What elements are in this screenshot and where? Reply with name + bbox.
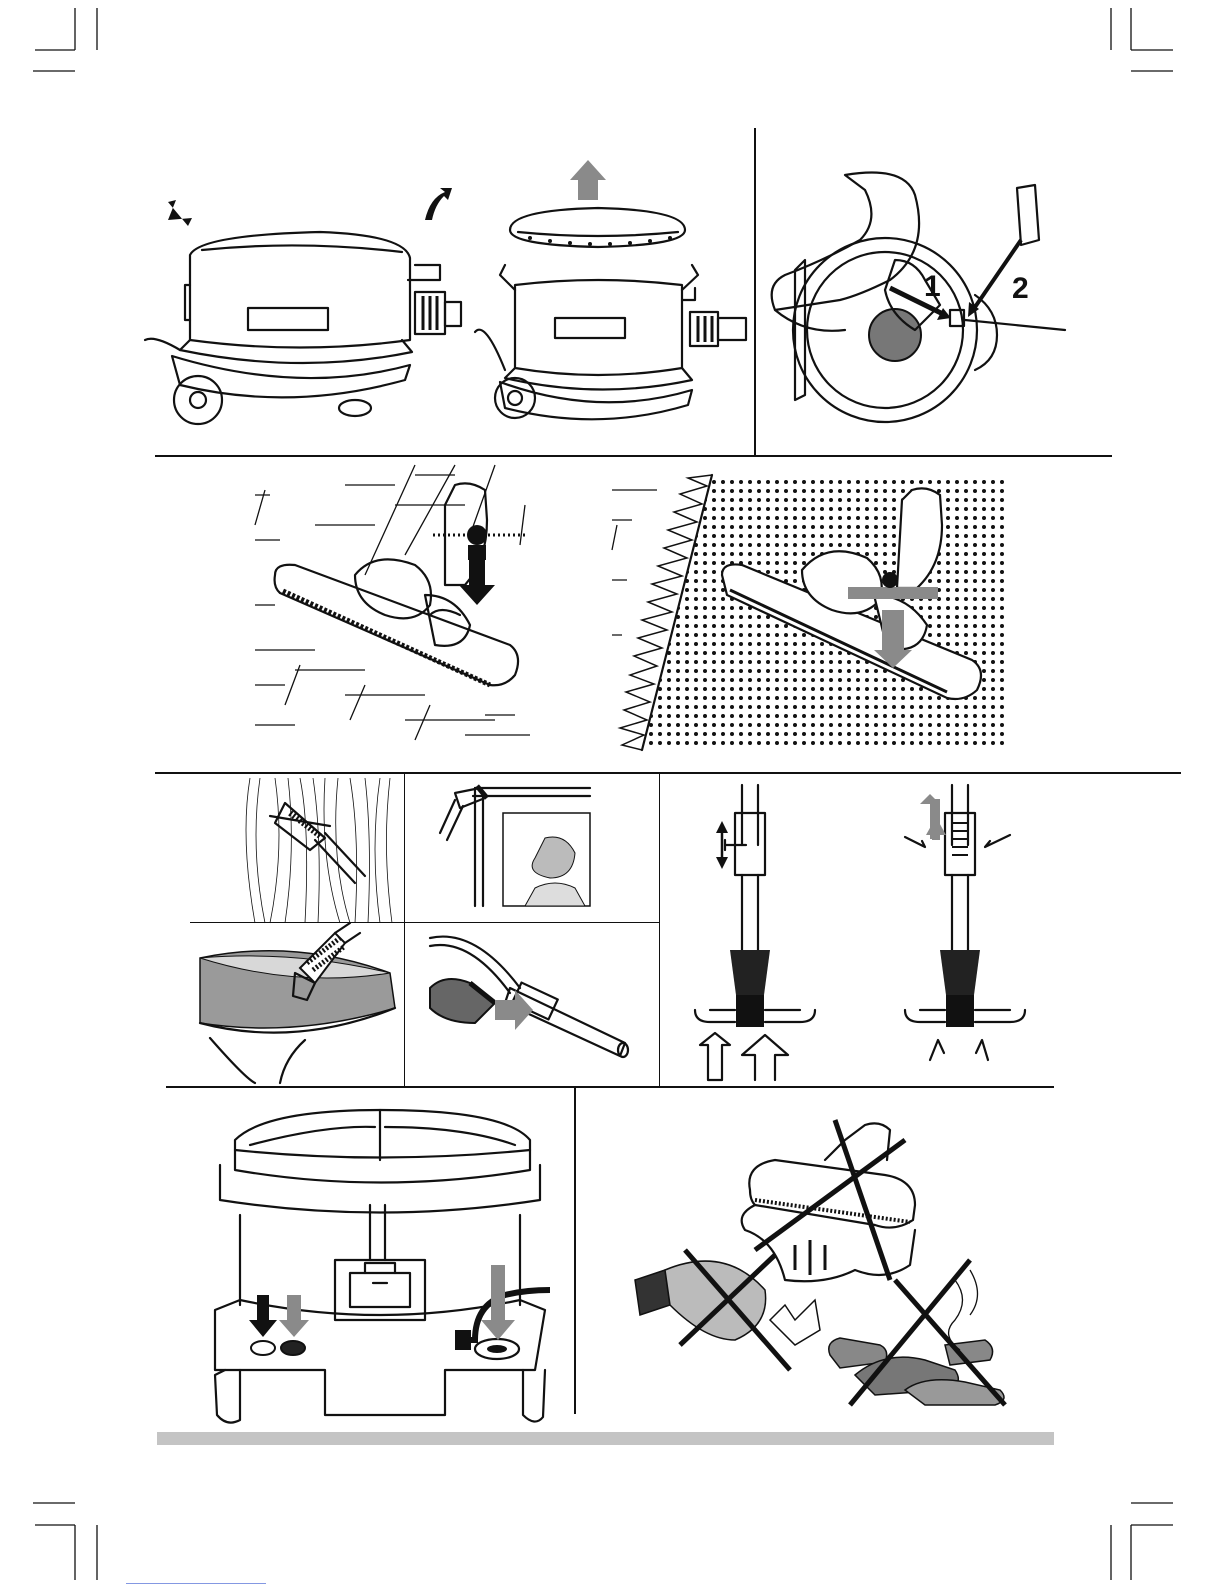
suction-slide-icon: [690, 785, 1050, 1080]
divider-tools-vertical-1: [404, 773, 405, 1086]
vacuum-clips-icon: [140, 180, 470, 430]
divider-vertical-bottom: [574, 1088, 576, 1414]
dusting-brush-icon: [195, 928, 400, 1083]
carpet-nozzle-icon: [612, 470, 1012, 760]
divider-row-2: [155, 772, 1181, 774]
crevice-tool-icon: [425, 778, 595, 913]
floor-nozzle-icon: [255, 465, 530, 755]
hose-tool-icon: [415, 928, 635, 1073]
dust-bag-step-2-label: 2: [1012, 272, 1029, 306]
prohibited-items-icon: [625, 1120, 1015, 1410]
dust-bag-step-1-label: 1: [924, 270, 941, 304]
upholstery-brush-icon: [230, 778, 400, 923]
power-button-icon: [205, 1105, 555, 1430]
divider-tools-vertical-2: [659, 773, 660, 1086]
vacuum-lid-icon: [470, 150, 760, 430]
divider-row-1: [155, 455, 1112, 457]
footer-bar: [157, 1432, 1054, 1445]
divider-row-3: [166, 1086, 1054, 1088]
